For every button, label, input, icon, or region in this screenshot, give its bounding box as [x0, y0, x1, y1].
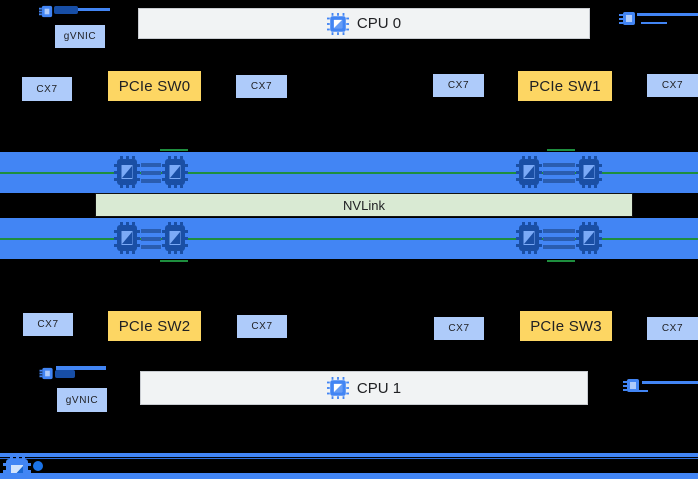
cx7-box: CX7: [236, 75, 287, 98]
cx7-box: CX7: [237, 315, 287, 338]
cx7-label: CX7: [36, 83, 58, 95]
gpu-pair-connector: [543, 229, 575, 249]
gpu-chip-icon: [576, 156, 602, 188]
gpu-pair-connector: [141, 229, 161, 249]
gpu-chip-icon: [114, 156, 140, 188]
cpu0-label: CPU 0: [356, 15, 402, 32]
pcie-sw1-label: PCIe SW1: [529, 77, 601, 95]
network-connector-top-left: [54, 6, 78, 14]
nvlink-label: NVLink: [343, 197, 385, 213]
cx7-label: CX7: [251, 321, 273, 332]
pcie-sw0-label: PCIe SW0: [118, 77, 191, 95]
gvnic-box-bottom: gVNIC: [57, 388, 107, 412]
nvlink-through-line: [0, 238, 698, 240]
gpu-chip-icon: [576, 222, 602, 254]
gpu-pair-connector: [141, 163, 161, 183]
pcie-sw3-box: PCIe SW3: [520, 311, 612, 341]
pcie-sw1-box: PCIe SW1: [518, 71, 612, 101]
cx7-label: CX7: [447, 80, 470, 91]
gpu-band-top: [0, 152, 698, 193]
bus-line-lower: [0, 473, 698, 479]
gpu-chip-icon: [114, 222, 140, 254]
cpu-chip-icon: [326, 12, 349, 35]
cx7-label: CX7: [661, 323, 684, 334]
network-line-bottom-left: [56, 366, 106, 370]
cpu0-box: CPU 0: [138, 8, 590, 39]
network-line-top-right: [637, 13, 698, 16]
gvnic-box-top: gVNIC: [55, 25, 105, 48]
cx7-box: CX7: [647, 74, 698, 97]
pcie-sw3-label: PCIe SW3: [530, 317, 602, 335]
cx7-box: CX7: [647, 317, 698, 340]
bus-line-upper-thin: [0, 458, 698, 459]
nic-icon-bottom-left: [39, 366, 55, 381]
network-line-bottom-right: [642, 381, 698, 384]
gpu-pair-connector: [543, 163, 575, 183]
network-line-top-left: [78, 8, 110, 11]
nic-icon-top-left: [39, 4, 54, 19]
bus-node-dot: [33, 461, 43, 471]
cx7-box: CX7: [433, 74, 484, 97]
cx7-label: CX7: [448, 323, 470, 334]
nvlink-stub: [547, 149, 575, 151]
cx7-box: CX7: [434, 317, 484, 340]
cx7-label: CX7: [661, 80, 684, 91]
pcie-sw2-box: PCIe SW2: [108, 311, 201, 341]
network-line-top-right-2: [641, 22, 667, 24]
nic-icon-top-right: [619, 11, 637, 27]
cpu1-label: CPU 1: [356, 379, 402, 397]
cx7-box: CX7: [22, 77, 72, 101]
cpu1-box: CPU 1: [140, 371, 588, 405]
nvlink-stub: [160, 149, 188, 151]
gpu-chip-icon: [516, 222, 542, 254]
gpu-chip-icon: [162, 222, 188, 254]
nvlink-stub: [160, 260, 188, 262]
nic-icon-bottom-right: [623, 378, 641, 394]
pcie-sw0-box: PCIe SW0: [108, 71, 201, 101]
gvnic-label: gVNIC: [63, 31, 97, 42]
cpu-chip-icon: [326, 377, 349, 399]
nvlink-bar: NVLink: [95, 193, 633, 217]
pcie-sw2-label: PCIe SW2: [118, 317, 191, 335]
cx7-label: CX7: [250, 81, 273, 92]
gpu-band-bottom: [0, 218, 698, 259]
nvlink-stub: [547, 260, 575, 262]
gvnic-label: gVNIC: [65, 394, 99, 406]
network-line-bottom-right-2: [632, 390, 648, 392]
cx7-label: CX7: [37, 319, 59, 330]
cx7-box: CX7: [23, 313, 73, 336]
nvlink-through-line: [0, 172, 698, 174]
gpu-chip-icon: [516, 156, 542, 188]
bus-line-upper: [0, 453, 698, 457]
network-connector-bottom-left: [55, 370, 75, 378]
gpu-chip-icon: [162, 156, 188, 188]
